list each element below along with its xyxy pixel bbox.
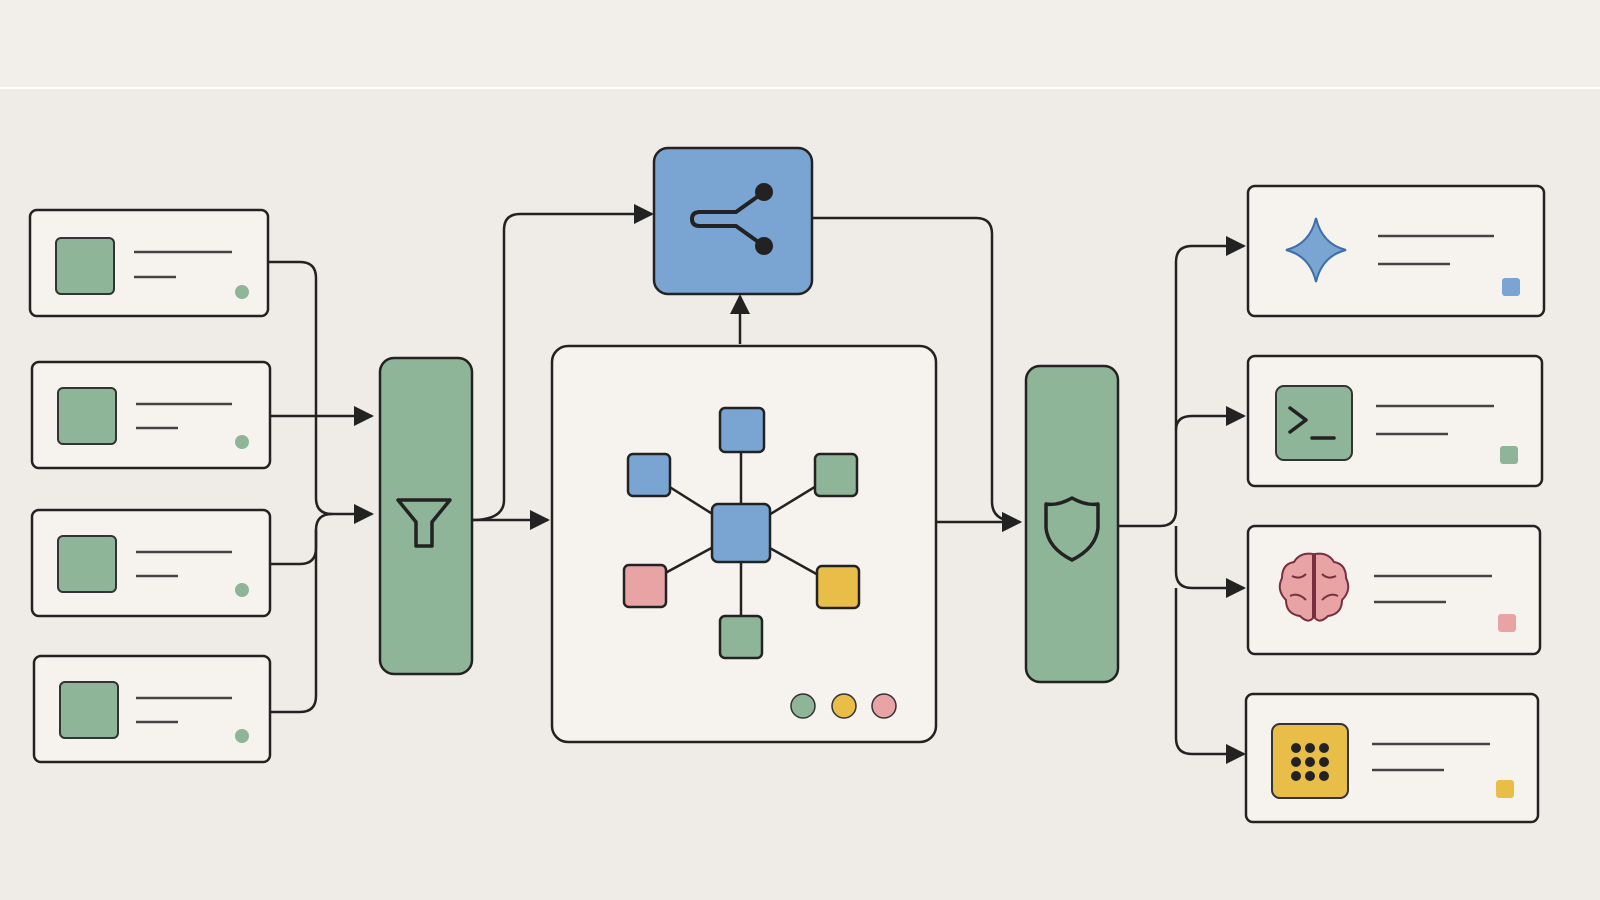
connector-guard-output-3	[1174, 526, 1246, 598]
connector-input-1	[268, 260, 374, 524]
core-network-panel[interactable]	[550, 344, 938, 744]
hub-node-bottom-left	[622, 563, 668, 609]
connector-guard-output-1	[1118, 236, 1246, 528]
sparkle-icon	[1285, 217, 1347, 283]
output-card-terminal[interactable]	[1246, 354, 1544, 488]
output-card-brain[interactable]	[1246, 524, 1542, 656]
connector-filter-router	[471, 204, 654, 522]
hub-node-top-right	[813, 452, 859, 498]
input-card-4[interactable]	[32, 654, 272, 764]
brain-icon	[1278, 552, 1350, 622]
status-dot	[235, 285, 249, 299]
status-dot	[235, 583, 249, 597]
hub-node-bottom	[718, 614, 764, 660]
status-dot-green	[790, 693, 816, 719]
green-square-icon	[55, 237, 115, 295]
status-dot-yellow	[831, 693, 857, 719]
input-card-2[interactable]	[30, 360, 272, 470]
hub-node-center	[710, 502, 772, 564]
router-block[interactable]	[652, 146, 814, 296]
status-dot	[235, 729, 249, 743]
hub-node-top	[718, 406, 766, 454]
input-card-1[interactable]	[28, 208, 270, 318]
connector-guard-output-4	[1174, 588, 1246, 764]
share-branch-icon	[689, 183, 773, 255]
status-square	[1498, 614, 1516, 632]
status-square	[1502, 278, 1520, 296]
shield-icon	[1044, 496, 1100, 562]
input-cards	[28, 208, 272, 764]
output-card-sparkle[interactable]	[1246, 184, 1546, 318]
output-cards	[1244, 184, 1546, 824]
app-grid-icon	[1271, 723, 1349, 799]
core-status-dots	[790, 693, 897, 719]
top-band	[0, 0, 1600, 88]
connector-input-4	[268, 530, 318, 714]
hub-node-bottom-right	[815, 564, 861, 610]
terminal-icon	[1275, 385, 1353, 461]
status-square	[1496, 780, 1514, 798]
network-hub-icon	[622, 406, 861, 660]
green-square-icon	[57, 535, 117, 593]
status-dot-pink	[871, 693, 897, 719]
connector-input-3	[268, 512, 333, 566]
green-square-icon	[59, 681, 119, 739]
status-square	[1500, 446, 1518, 464]
output-card-apps[interactable]	[1244, 692, 1540, 824]
connectors	[268, 204, 1246, 764]
filter-block[interactable]	[378, 356, 474, 676]
connector-guard-output-2	[1174, 406, 1246, 431]
hub-node-top-left	[626, 452, 672, 498]
filter-funnel-icon	[396, 498, 452, 548]
green-square-icon	[57, 387, 117, 445]
status-dot	[235, 435, 249, 449]
guard-block[interactable]	[1024, 364, 1120, 684]
input-card-3[interactable]	[30, 508, 272, 618]
